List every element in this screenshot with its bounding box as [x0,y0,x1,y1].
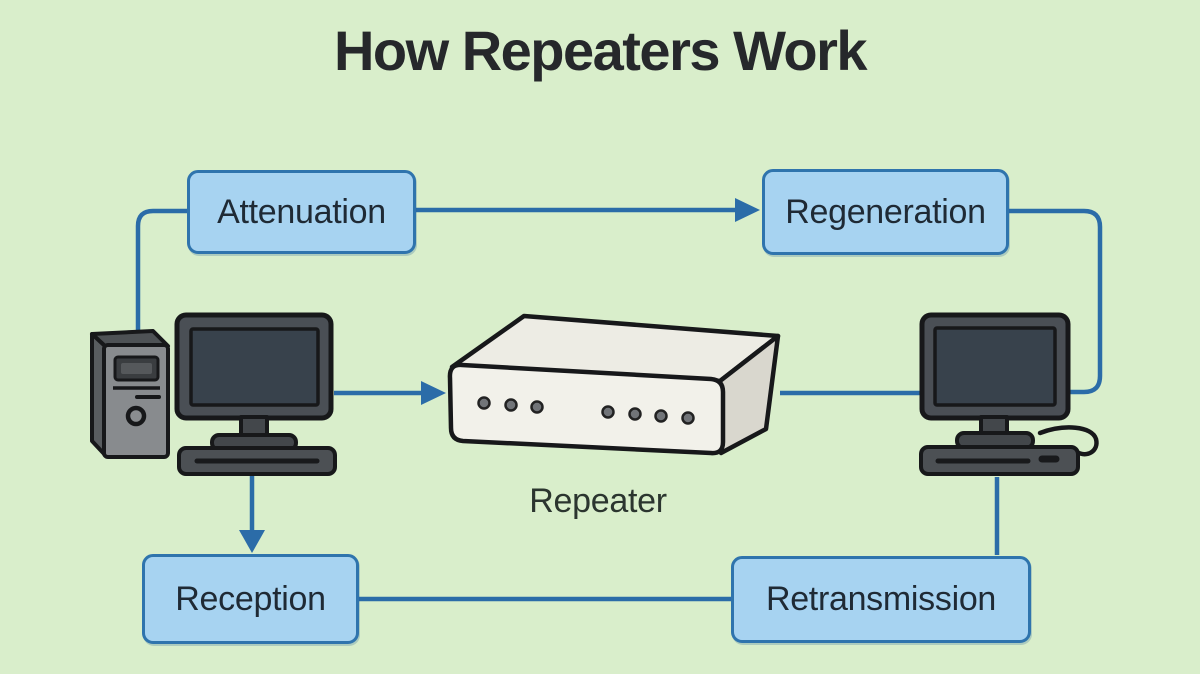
box-reception-label: Reception [175,579,326,618]
box-attenuation-label: Attenuation [217,192,386,231]
left-computer-icon [90,312,337,476]
connector-computer-to-attenuation [135,208,188,332]
repeater-device-icon [447,313,781,456]
box-regeneration: Regeneration [762,169,1009,255]
connector-regeneration-to-computer [1008,208,1103,395]
repeater-led-dots [477,396,695,425]
repeater-label: Repeater [529,482,667,520]
arrowhead-repeater-icon [421,381,446,405]
mouse-cable-icon [1037,425,1099,457]
box-retransmission: Retransmission [731,556,1031,643]
box-attenuation: Attenuation [187,170,416,254]
box-retransmission-label: Retransmission [765,580,997,618]
right-keyboard-icon [919,445,1080,476]
box-regeneration-label: Regeneration [785,192,986,231]
diagram-title: How Repeaters Work [333,19,868,82]
right-monitor-icon [919,312,1071,450]
arrowhead-regeneration-icon [735,198,760,222]
left-keyboard-icon [177,446,337,476]
right-computer-icon [919,312,1099,476]
left-monitor-icon [174,312,334,452]
computer-tower-icon [90,329,170,459]
arrowhead-reception-icon [239,530,265,553]
box-reception: Reception [142,554,359,644]
